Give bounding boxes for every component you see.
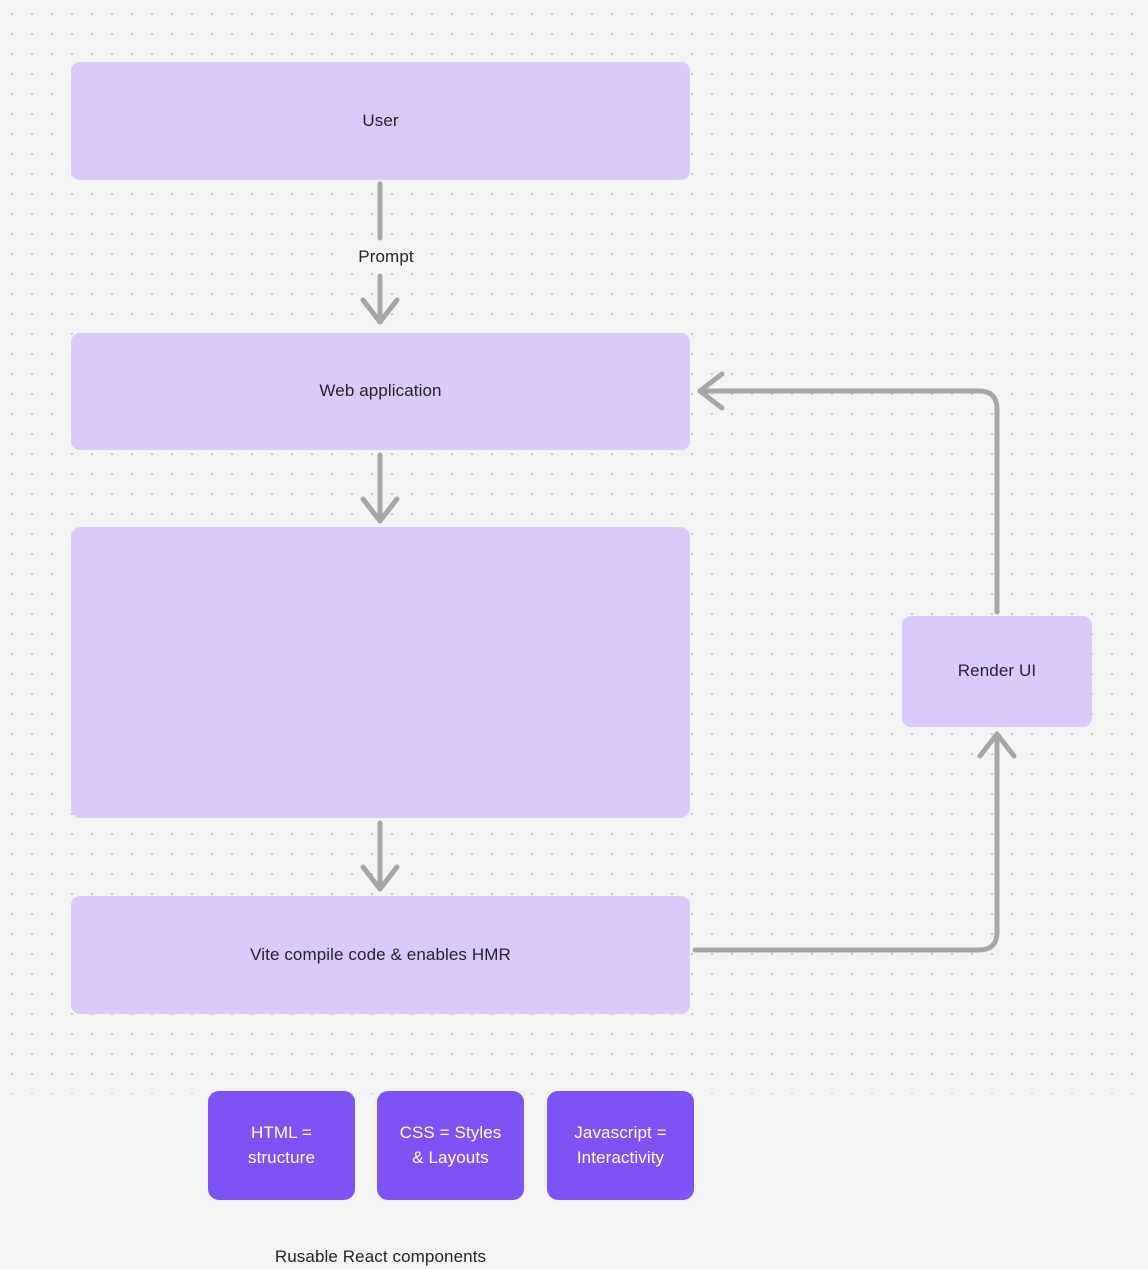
edge-components-to-vite (360, 820, 400, 892)
node-vite[interactable]: Vite compile code & enables HMR (71, 896, 690, 1014)
chip-css-line2: & Layouts (412, 1147, 489, 1167)
node-web-application-label: Web application (319, 381, 442, 401)
chip-css-label: CSS = Styles & Layouts (400, 1121, 502, 1169)
node-render-ui[interactable]: Render UI (902, 616, 1092, 727)
chip-html-line2: structure (247, 1147, 316, 1167)
chip-css[interactable]: CSS = Styles & Layouts (377, 1091, 524, 1200)
node-components-caption: Rusable React components (274, 1247, 487, 1266)
node-user[interactable]: User (71, 62, 690, 180)
chip-html-label: HTML = structure (248, 1121, 315, 1169)
edge-webapp-to-components (360, 452, 400, 524)
chip-javascript-label: Javascript = Interactivity (574, 1121, 666, 1169)
chip-javascript-line1: Javascript = (574, 1123, 667, 1143)
chip-javascript[interactable]: Javascript = Interactivity (547, 1091, 694, 1200)
edge-render-to-webapp (697, 371, 1000, 615)
node-user-label: User (362, 110, 399, 130)
chip-javascript-line2: Interactivity (576, 1147, 665, 1167)
edge-label-prompt: Prompt (342, 245, 430, 269)
node-reusable-react-components-group[interactable]: HTML = structure CSS = Styles & Layouts … (71, 527, 694, 1266)
node-web-application[interactable]: Web application (71, 333, 690, 450)
chip-html-line1: HTML = (251, 1123, 312, 1143)
chip-css-line1: CSS = Styles (399, 1123, 502, 1143)
edge-vite-to-render (692, 731, 1017, 953)
chip-html[interactable]: HTML = structure (208, 1091, 355, 1200)
node-render-ui-label: Render UI (957, 661, 1037, 681)
node-vite-label: Vite compile code & enables HMR (250, 944, 511, 964)
